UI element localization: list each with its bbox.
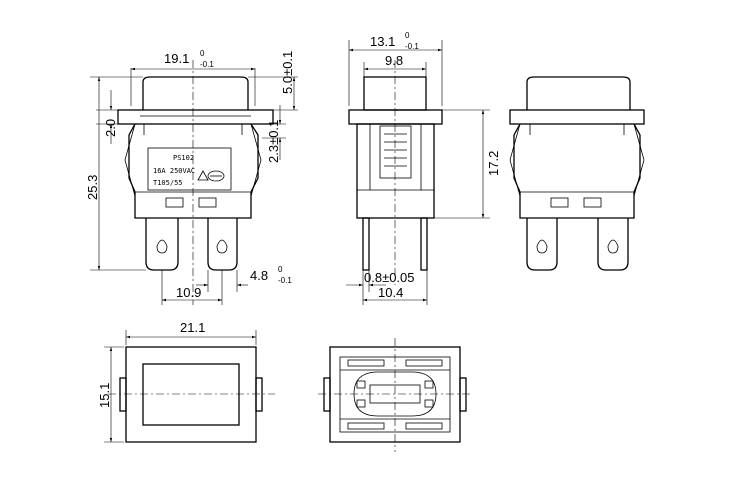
rear-terminal-slot-right	[583, 197, 602, 208]
side-body	[356, 123, 435, 219]
front-terminal-left	[145, 218, 179, 271]
front-cap	[142, 76, 249, 110]
bottom-right-tab	[459, 377, 467, 412]
bottom-left-tab	[323, 377, 331, 412]
dim-15-1-value: 15.1	[97, 383, 112, 408]
bottom-slot-top-left	[347, 359, 385, 367]
bottom-slot-bottom-left	[347, 422, 385, 430]
rear-terminal-left	[526, 218, 558, 271]
front-bezel	[117, 109, 274, 125]
dim-4-8-value: 4.8	[250, 268, 268, 283]
rear-cap	[526, 76, 631, 110]
rear-terminal-slot-left	[550, 197, 569, 208]
front-terminal-hole-left	[156, 239, 168, 254]
top-right-tab	[255, 377, 263, 412]
bottom-contact-bottom-right	[424, 399, 434, 408]
rear-body	[513, 123, 641, 219]
dim-13-1-tol-lower: -0.1	[405, 42, 419, 51]
bottom-contact-top-left	[356, 380, 366, 389]
dim-10-9-value: 10.9	[176, 285, 201, 300]
dim-4-8-tol-lower: -0.1	[278, 276, 292, 285]
side-terminal-left	[362, 217, 370, 271]
rear-right-clip	[633, 123, 645, 197]
front-terminal-slot-right	[198, 197, 217, 208]
dim-10-4-value: 10.4	[378, 285, 403, 300]
rear-terminal-right	[597, 218, 629, 271]
dim-5-0-value: 5.0±0.1	[280, 51, 295, 94]
dim-19-1-value: 19.1	[164, 51, 189, 66]
front-right-clip	[250, 123, 262, 197]
front-left-clip	[124, 123, 136, 197]
front-body	[128, 123, 259, 219]
warning-triangle-icon	[197, 170, 209, 181]
dim-4-8-tol-upper: 0	[278, 265, 283, 274]
front-terminal-right	[207, 218, 238, 271]
side-terminal-right	[420, 217, 428, 271]
rear-bezel	[509, 109, 645, 125]
label-temp: T105/55	[153, 179, 183, 187]
dim-2-0-value: 2.0	[103, 119, 118, 137]
vde-mark-icon	[207, 170, 225, 182]
side-bezel	[348, 109, 443, 125]
rear-terminal-hole-right	[607, 239, 619, 254]
front-terminal-hole-right	[216, 239, 228, 254]
dim-17-2-value: 17.2	[486, 151, 501, 176]
side-actuator-window	[379, 125, 412, 179]
bottom-oval-recess	[353, 371, 437, 417]
bottom-view	[318, 338, 472, 452]
dim-25-3-value: 25.3	[85, 175, 100, 200]
label-model: PS102	[173, 154, 194, 162]
bottom-contact-top-right	[424, 380, 434, 389]
rear-left-clip	[509, 123, 521, 197]
top-view: 21.1 15.1	[97, 320, 275, 443]
dim-2-3-value: 2.3±0.1	[266, 120, 281, 163]
rear-view	[509, 76, 645, 271]
side-view: 13.1 0 -0.1 9.8 17.2 0.8±0.05 10.4	[346, 31, 501, 305]
dim-13-1-tol-upper: 0	[405, 31, 410, 40]
bottom-slot-top-right	[405, 359, 443, 367]
bottom-slot-bottom-right	[405, 422, 443, 430]
front-terminal-slot-left	[165, 197, 184, 208]
dim-9-8-value: 9.8	[385, 53, 403, 68]
dim-19-1-tol-upper: 0	[200, 49, 205, 58]
dim-13-1-value: 13.1	[370, 34, 395, 49]
rear-terminal-hole-left	[536, 239, 548, 254]
front-view: PS102 16A 250VAC T105/55	[85, 49, 298, 305]
front-label-box	[147, 147, 232, 191]
top-inner-window	[142, 363, 240, 426]
top-left-tab	[119, 377, 127, 412]
top-outer-frame	[125, 346, 257, 443]
dim-21-1-value: 21.1	[180, 320, 205, 335]
dim-19-1-tol-lower: -0.1	[200, 60, 214, 69]
dim-0-8-value: 0.8±0.05	[364, 270, 415, 285]
bottom-contact-bottom-left	[356, 399, 366, 408]
label-rating: 16A 250VAC	[153, 167, 195, 175]
